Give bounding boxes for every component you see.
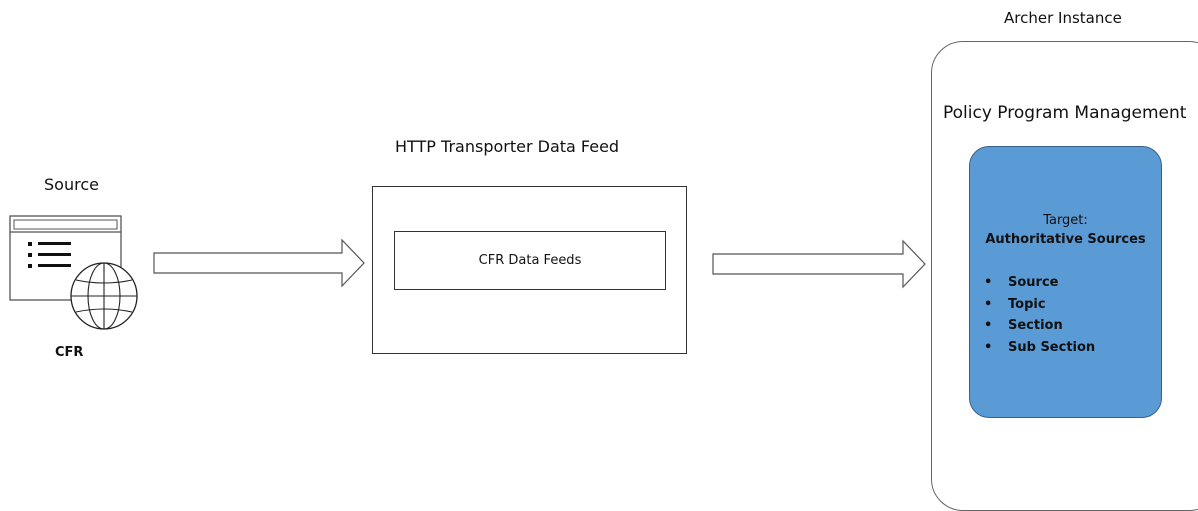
target-application-label: Authoritative Sources — [985, 232, 1146, 247]
source-label: Source — [44, 175, 99, 194]
policy-program-management-label: Policy Program Management — [943, 103, 1187, 123]
cfr-label: CFR — [55, 345, 84, 360]
list-item: •Source — [984, 275, 1059, 290]
target-box — [969, 146, 1162, 418]
arrow-transporter-to-archer — [712, 239, 926, 289]
archer-instance-label: Archer Instance — [1004, 9, 1122, 27]
transporter-label: HTTP Transporter Data Feed — [395, 137, 620, 156]
target-field-list: •Source •Topic •Section •Sub Section — [984, 272, 1095, 358]
target-label: Target: — [1043, 213, 1088, 228]
web-document-globe-icon — [9, 215, 138, 330]
arrow-source-to-transporter — [153, 238, 365, 288]
list-item: •Topic — [984, 296, 1046, 312]
list-item: •Section — [984, 318, 1063, 333]
list-item: •Sub Section — [984, 339, 1096, 355]
cfr-data-feeds-box: CFR Data Feeds — [394, 231, 666, 290]
cfr-data-feeds-label: CFR Data Feeds — [478, 253, 582, 268]
diagram-graphics — [9, 215, 926, 330]
